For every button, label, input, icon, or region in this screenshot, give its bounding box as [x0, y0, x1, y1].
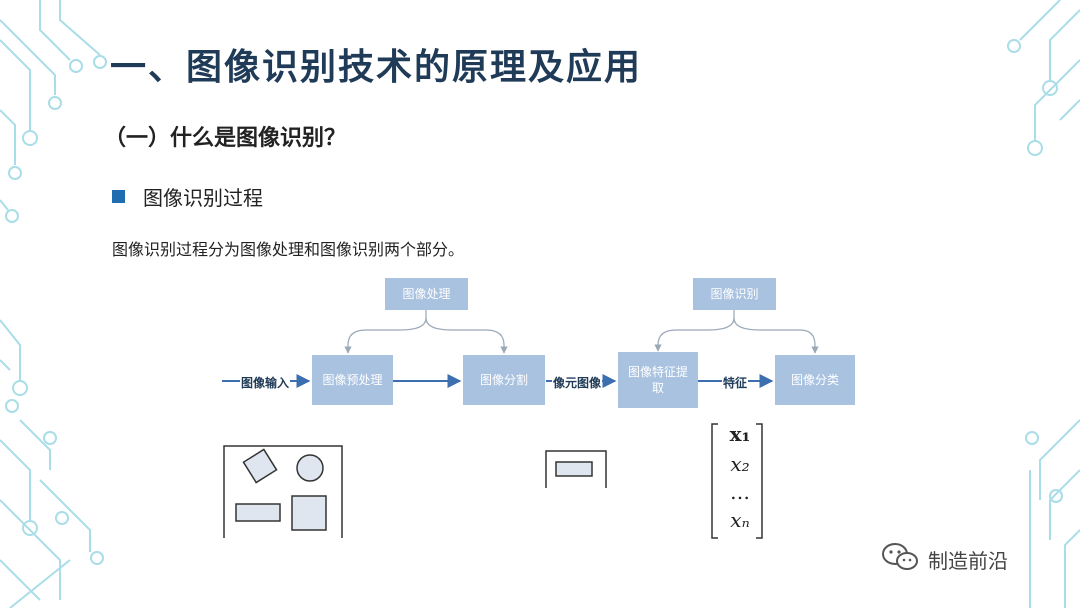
- label-pixel-image: 像元图像: [552, 374, 603, 391]
- box-image-processing: 图像处理: [385, 278, 468, 310]
- circuit-decoration-right: [990, 0, 1080, 608]
- box-segment: 图像分割: [463, 355, 545, 405]
- box-feature-extract: 图像特征提取: [618, 352, 698, 408]
- vector-x2: x₂: [730, 452, 750, 476]
- vector-dots: …: [730, 480, 750, 504]
- box-image-recognition: 图像识别: [693, 278, 776, 310]
- box-classify: 图像分类: [775, 355, 855, 405]
- box-preprocess: 图像预处理: [312, 355, 393, 405]
- description-text: 图像识别过程分为图像处理和图像识别两个部分。: [112, 240, 465, 259]
- bullet-text: 图像识别过程: [143, 186, 263, 210]
- circuit-decoration-left: [0, 0, 110, 608]
- slide-title: 一、图像识别技术的原理及应用: [110, 47, 643, 88]
- wechat-icon: [880, 541, 920, 578]
- vector-xn: xₙ: [730, 508, 750, 532]
- label-image-input: 图像输入: [240, 374, 291, 391]
- label-features: 特征: [722, 374, 749, 391]
- section-subtitle: （一）什么是图像识别？: [104, 126, 347, 151]
- bullet-square-icon: [112, 190, 125, 203]
- vector-x1: x₁: [729, 422, 751, 446]
- watermark-text: 制造前沿: [928, 549, 1008, 573]
- bullet-item: 图像识别过程: [112, 182, 263, 211]
- feature-vector: x₁ x₂ … xₙ: [718, 420, 762, 538]
- watermark: 制造前沿: [880, 541, 1008, 578]
